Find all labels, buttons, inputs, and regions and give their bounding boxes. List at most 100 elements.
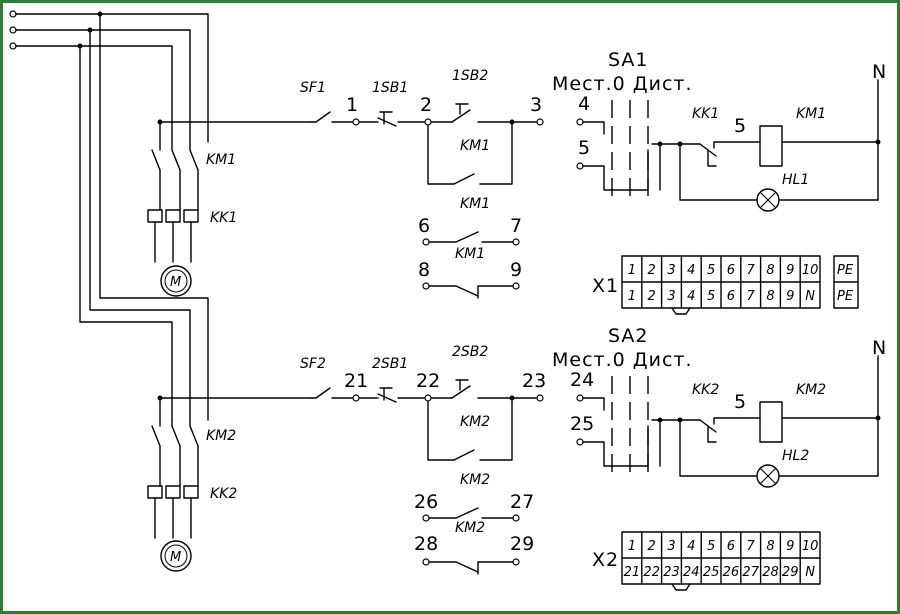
x2-cell-top-5: 5 bbox=[707, 539, 715, 554]
lamp-hl1-label: HL1 bbox=[782, 172, 809, 188]
x2-cell-top-3: 3 bbox=[667, 539, 675, 554]
x1-cell-top-1: 1 bbox=[628, 263, 636, 278]
thermal-contact-kk1-label: KK1 bbox=[692, 106, 719, 122]
x2-cell-top-2: 2 bbox=[648, 539, 656, 554]
terminal-29-label: 29 bbox=[510, 533, 534, 555]
terminal-27-label: 27 bbox=[510, 491, 534, 513]
x1-cell-bottom-10: N bbox=[805, 289, 815, 304]
x2-cell-top-1: 1 bbox=[628, 539, 636, 554]
x2-cell-bottom-5: 25 bbox=[703, 565, 720, 580]
button-1sb1-label: 1SB1 bbox=[372, 80, 408, 96]
lamp-hl2-label: HL2 bbox=[782, 448, 809, 464]
neutral-2-label: N bbox=[872, 337, 886, 359]
supply-lines bbox=[9, 10, 311, 421]
terminal-25-label: 25 bbox=[570, 413, 594, 435]
terminal-21-label: 21 bbox=[344, 370, 368, 392]
x2-cell-top-8: 8 bbox=[766, 539, 774, 554]
motor-1-symbol bbox=[160, 265, 192, 297]
selector-sa1-positions: Мест.0 Дист. bbox=[552, 73, 693, 95]
terminal-9-label: 9 bbox=[510, 259, 522, 281]
contactor-km2-hold-label: KM2 bbox=[460, 414, 490, 430]
x2-cell-top-10: 10 bbox=[802, 539, 819, 554]
contactor-km2-aux-label: KM2 bbox=[460, 472, 490, 488]
x1-cell-top-2: 2 bbox=[648, 263, 656, 278]
control-circuit-2: SF2 21 22 23 2SB1 2SB2 KM2 KM2 bbox=[300, 325, 886, 591]
x1-cell-bottom-8: 8 bbox=[766, 289, 774, 304]
x2-cell-bottom-3: 23 bbox=[663, 565, 680, 580]
contactor-km1-aux-label: KM1 bbox=[460, 196, 490, 212]
terminal-28-label: 28 bbox=[414, 533, 438, 555]
control-circuit-1: SF1 1 2 3 1SB1 1SB2 KM1 KM1 bbox=[300, 49, 886, 315]
x1-cell-bottom-6: 6 bbox=[727, 289, 735, 304]
terminal-block-x1-label: X1 bbox=[592, 275, 619, 297]
terminal-5b-label: 5 bbox=[734, 115, 746, 137]
terminal-8-label: 8 bbox=[418, 259, 430, 281]
x1-cell-bottom-5: 5 bbox=[707, 289, 715, 304]
terminal-26-label: 26 bbox=[414, 491, 438, 513]
x1-cell-top-4: 4 bbox=[687, 263, 695, 278]
motor-2-symbol bbox=[160, 540, 192, 572]
contactor-km2-main-label: KM2 bbox=[206, 428, 236, 444]
contactor-km1-aux2-label: KM1 bbox=[455, 246, 485, 262]
x1-cell-top-9: 9 bbox=[786, 263, 794, 278]
terminal-2-label: 2 bbox=[420, 94, 432, 116]
coil-km1 bbox=[759, 125, 783, 167]
button-2sb1-label: 2SB1 bbox=[372, 356, 408, 372]
x2-cell-bottom-2: 22 bbox=[643, 565, 660, 580]
contactor-km2-aux2-label: KM2 bbox=[455, 520, 485, 536]
breaker-sf2-label: SF2 bbox=[300, 356, 326, 372]
x2-cell-bottom-9: 29 bbox=[782, 565, 799, 580]
thermal-relay-kk2-label: KK2 bbox=[210, 486, 237, 502]
terminal-5-label: 5 bbox=[578, 137, 590, 159]
selector-sa1-label: SA1 bbox=[608, 49, 649, 71]
x2-cell-bottom-10: N bbox=[805, 565, 815, 580]
selector-sa2-positions: Мест.0 Дист. bbox=[552, 349, 693, 371]
terminal-3-label: 3 bbox=[530, 94, 542, 116]
terminal-4-label: 4 bbox=[578, 93, 590, 115]
button-2sb2-label: 2SB2 bbox=[452, 344, 488, 360]
thermal-contact-kk2-label: KK2 bbox=[692, 382, 719, 398]
breaker-sf1-label: SF1 bbox=[300, 80, 326, 96]
x1-cell-top-5: 5 bbox=[707, 263, 715, 278]
x2-cell-top-7: 7 bbox=[747, 539, 756, 554]
terminal-24-label: 24 bbox=[570, 369, 594, 391]
motor-circuit-1: KM1 KK1 M bbox=[147, 121, 237, 297]
x1-cell-bottom-3: 3 bbox=[667, 289, 675, 304]
contactor-km1-hold-label: KM1 bbox=[460, 138, 490, 154]
pe-bottom-label: PE bbox=[837, 289, 854, 304]
contactor-km1-main-label: KM1 bbox=[206, 152, 236, 168]
x1-cell-bottom-9: 9 bbox=[786, 289, 794, 304]
coil-km2-label: KM2 bbox=[796, 382, 826, 398]
x2-cell-top-6: 6 bbox=[727, 539, 735, 554]
x1-cell-bottom-2: 2 bbox=[648, 289, 656, 304]
x1-cell-top-8: 8 bbox=[766, 263, 774, 278]
x1-cell-top-10: 10 bbox=[802, 263, 819, 278]
motor-1-label: M bbox=[170, 275, 181, 290]
x1-cell-bottom-4: 4 bbox=[687, 289, 695, 304]
neutral-1-label: N bbox=[872, 61, 886, 83]
terminal-22-label: 22 bbox=[416, 370, 440, 392]
x1-cell-bottom-1: 1 bbox=[628, 289, 636, 304]
x2-cell-top-4: 4 bbox=[687, 539, 695, 554]
pe-top-label: PE bbox=[837, 263, 854, 278]
coil-km1-label: KM1 bbox=[796, 106, 826, 122]
button-1sb2-label: 1SB2 bbox=[452, 68, 488, 84]
x2-cell-bottom-8: 28 bbox=[762, 565, 779, 580]
x1-cell-bottom-7: 7 bbox=[747, 289, 756, 304]
selector-sa2-label: SA2 bbox=[608, 325, 649, 347]
x1-cell-top-3: 3 bbox=[667, 263, 675, 278]
lamp-hl1 bbox=[756, 188, 780, 212]
x2-cell-bottom-1: 21 bbox=[624, 565, 641, 580]
coil-km2 bbox=[759, 401, 783, 443]
terminal-block-x2-label: X2 bbox=[592, 549, 619, 571]
x2-cell-top-9: 9 bbox=[786, 539, 794, 554]
motor-circuit-2: KM2 KK2 M bbox=[147, 397, 237, 572]
terminal-7-label: 7 bbox=[510, 215, 522, 237]
x2-cell-bottom-7: 27 bbox=[742, 565, 759, 580]
lamp-hl2 bbox=[756, 464, 780, 488]
terminal-5c-label: 5 bbox=[734, 391, 746, 413]
x1-cell-top-7: 7 bbox=[747, 263, 756, 278]
